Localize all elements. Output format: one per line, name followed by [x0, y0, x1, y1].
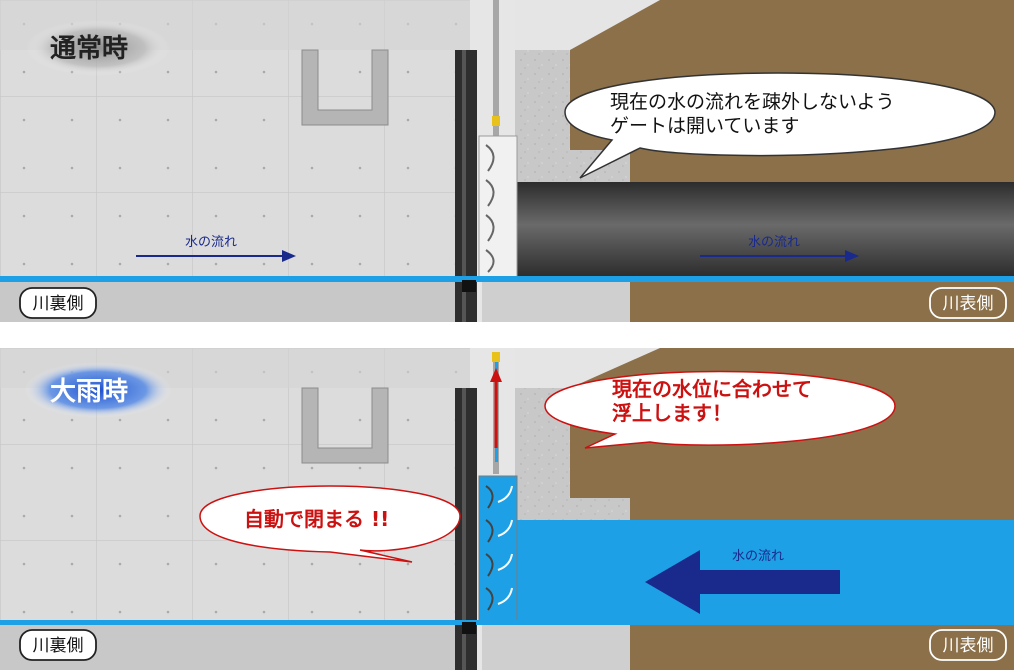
- bubble-line-2: ゲートは開いています: [610, 115, 799, 137]
- bubble-line-1: 現在の水の流れを疎外しないよう: [610, 91, 895, 113]
- u-channel: [301, 387, 389, 464]
- float-bubble-line-2: 浮上します！: [612, 401, 732, 425]
- river-side-label-box: [929, 629, 1007, 661]
- flow-label-right: 水の流れ: [748, 235, 800, 250]
- float-indicator: [492, 352, 500, 362]
- flap-close-arrow-icon: [497, 485, 513, 605]
- u-channel: [301, 49, 389, 126]
- river-side-label-box: [929, 287, 1007, 319]
- speech-bubble: [564, 72, 996, 179]
- auto-close-bubble: [199, 485, 461, 563]
- title-glow: [24, 362, 172, 418]
- water-line: [0, 276, 1014, 282]
- flow-arrow-left-icon: [700, 570, 840, 594]
- normal-diagram: 水の流れ 水の流れ 通常時 現在の水の流れを疎外しないよう ゲートは開いています…: [0, 0, 1014, 322]
- float-indicator: [492, 116, 500, 126]
- flow-label-left: 水の流れ: [185, 235, 237, 250]
- panel-title: 大雨時: [50, 377, 128, 407]
- river-side-label: 川表側: [943, 636, 994, 656]
- title-glow: [26, 20, 170, 76]
- land-side-label: 川裏側: [33, 293, 84, 314]
- flow-label: 水の流れ: [732, 549, 784, 564]
- land-side-label-box: [19, 287, 97, 319]
- float-bubble-line-1: 現在の水位に合わせて: [612, 377, 812, 401]
- drain-pipe: [515, 182, 1014, 277]
- panel-title: 通常時: [50, 34, 128, 64]
- auto-close-label: 自動で閉まる !!: [244, 507, 389, 531]
- flap-gate: [478, 135, 518, 278]
- water-line: [0, 620, 1014, 625]
- float-bubble: [544, 370, 896, 449]
- heavy-rain-diagram: 水の流れ 大雨時 現在の水位に合わせて 浮上します！ 自動で閉まる !! 川裏側…: [0, 348, 1014, 670]
- normal-panel: 水の流れ 水の流れ 通常時 現在の水の流れを疎外しないよう ゲートは開いています…: [0, 0, 1014, 322]
- float-rod: [493, 0, 499, 136]
- river-side-label: 川表側: [943, 294, 994, 314]
- land-side-label-box: [19, 629, 97, 661]
- land-side-label: 川裏側: [33, 635, 84, 656]
- flap-gate: [478, 475, 518, 623]
- heavy-rain-panel: 水の流れ 大雨時 現在の水位に合わせて 浮上します！ 自動で閉まる !! 川裏側…: [0, 348, 1014, 670]
